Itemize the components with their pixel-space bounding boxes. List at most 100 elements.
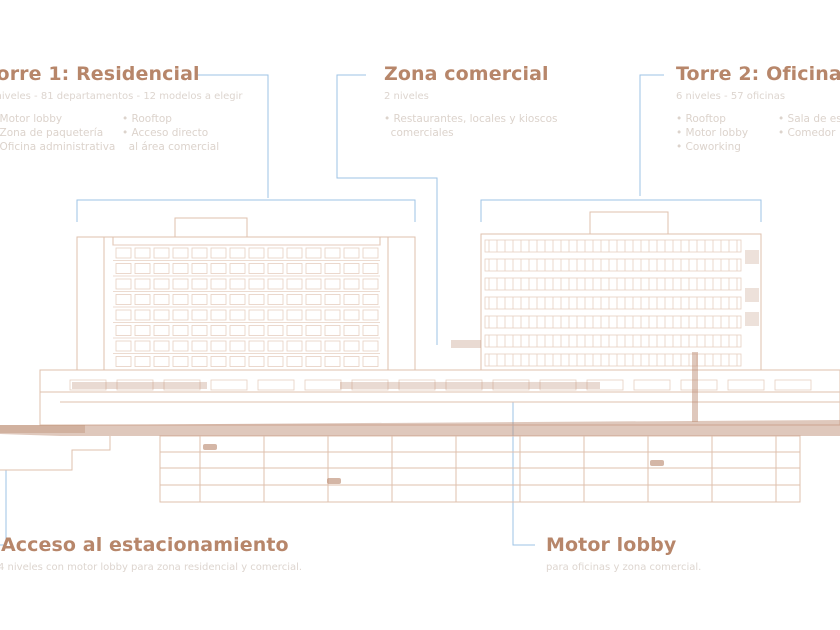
torre1-window: [362, 294, 379, 305]
torre1-window: [248, 294, 265, 305]
torre1-window: [172, 340, 189, 352]
torre1-window: [286, 356, 303, 367]
torre2-window-band: [484, 353, 742, 367]
parking-structure: [159, 435, 801, 503]
torre1-window: [191, 247, 208, 259]
torre1-window: [229, 263, 246, 274]
torre1-window: [153, 247, 170, 259]
comercial-title: Zona comercial: [384, 63, 549, 85]
torre1-window: [115, 309, 132, 321]
parking-access-line: [0, 436, 111, 471]
torre1-amenity: • Zona de paquetería: [0, 127, 104, 139]
torre1-amenity: • Oficina administrativa: [0, 141, 116, 153]
torre1-window: [172, 247, 189, 259]
torre1-window: [324, 356, 341, 367]
torre1-window: [172, 294, 189, 305]
building-structure: [0, 211, 840, 503]
torre1-window: [305, 309, 322, 321]
torre2-amenity: • Coworking: [676, 141, 741, 153]
parked-car-icon: [327, 478, 341, 484]
torre1-window: [267, 278, 284, 290]
torre2-window-band: [484, 315, 742, 329]
torre1-window: [362, 263, 379, 274]
torre1-window: [248, 278, 265, 290]
torre1-window: [153, 263, 170, 274]
podium-window: [445, 379, 483, 391]
torre1-window: [267, 294, 284, 305]
torre1-window: [305, 325, 322, 336]
tower-column-accent: [692, 352, 698, 422]
podium-window: [586, 379, 624, 391]
podium-window: [69, 379, 107, 391]
torre2-amenities-col1: • Rooftop • Motor lobby • Coworking: [676, 112, 748, 154]
torre1-window: [286, 309, 303, 321]
torre1-window: [305, 356, 322, 367]
torre1-window: [153, 356, 170, 367]
podium-window: [116, 379, 154, 391]
torre1-window: [172, 325, 189, 336]
torre2-balcony-accent: [745, 288, 759, 302]
torre1-window: [229, 340, 246, 352]
comercial-amenities: • Restaurantes, locales y kioscos comerc…: [384, 112, 557, 140]
torre1-window: [210, 325, 227, 336]
torre1-window: [153, 278, 170, 290]
torre1-window: [324, 294, 341, 305]
callout-leader-lines: [0, 74, 762, 546]
torre1-amenity: • Rooftop: [122, 113, 172, 125]
torre1-window: [267, 309, 284, 321]
torre1-body: [76, 236, 416, 371]
torre2-balcony-accent: [745, 250, 759, 264]
torre1-window: [286, 340, 303, 352]
commercial-podium: [39, 369, 840, 426]
torre1-window: [210, 309, 227, 321]
torre1-window: [134, 247, 151, 259]
torre1-window: [115, 247, 132, 259]
torre1-amenity: al área comercial: [122, 141, 220, 153]
torre1-window: [362, 356, 379, 367]
torre1-window: [191, 325, 208, 336]
torre1-parapet: [112, 236, 381, 246]
torre1-window: [229, 309, 246, 321]
torre1-window: [286, 294, 303, 305]
building-accents: [72, 250, 759, 484]
torre1-window: [191, 356, 208, 367]
torre2-balcony-accent: [745, 312, 759, 326]
torre1-window: [267, 247, 284, 259]
torre1-window: [248, 340, 265, 352]
torre1-amenity: • Motor lobby: [0, 113, 63, 125]
torre1-window: [324, 309, 341, 321]
torre1-subtitle: 8 niveles - 81 departamentos - 12 modelo…: [0, 91, 243, 102]
torre1-window: [134, 294, 151, 305]
torre1-window: [210, 294, 227, 305]
torre1-window: [286, 247, 303, 259]
torre1-window: [362, 309, 379, 321]
torre1-window: [191, 278, 208, 290]
torre1-window: [153, 325, 170, 336]
torre1-window: [324, 340, 341, 352]
motorlobby-title: Motor lobby: [546, 534, 677, 556]
torre1-window: [115, 294, 132, 305]
torre1-window: [115, 278, 132, 290]
podium-window: [539, 379, 577, 391]
entrance-ramp: [0, 425, 85, 433]
torre1-window: [153, 340, 170, 352]
torre1-window: [191, 309, 208, 321]
podium-window: [163, 379, 201, 391]
torre1-window: [115, 263, 132, 274]
torre1-window: [172, 263, 189, 274]
torre1-window: [134, 356, 151, 367]
parked-car-icon: [650, 460, 664, 466]
terrace-accent: [340, 382, 600, 389]
torre1-window: [229, 278, 246, 290]
torre1-window: [134, 340, 151, 352]
torre1-window: [286, 325, 303, 336]
torre2-body: [480, 233, 762, 371]
motorlobby-subtitle: para oficinas y zona comercial.: [546, 562, 702, 573]
torre1-window: [210, 340, 227, 352]
torre1-window: [305, 278, 322, 290]
torre1-window: [343, 309, 360, 321]
torre1-window: [115, 325, 132, 336]
torre1-window: [343, 325, 360, 336]
torre1-window: [191, 294, 208, 305]
